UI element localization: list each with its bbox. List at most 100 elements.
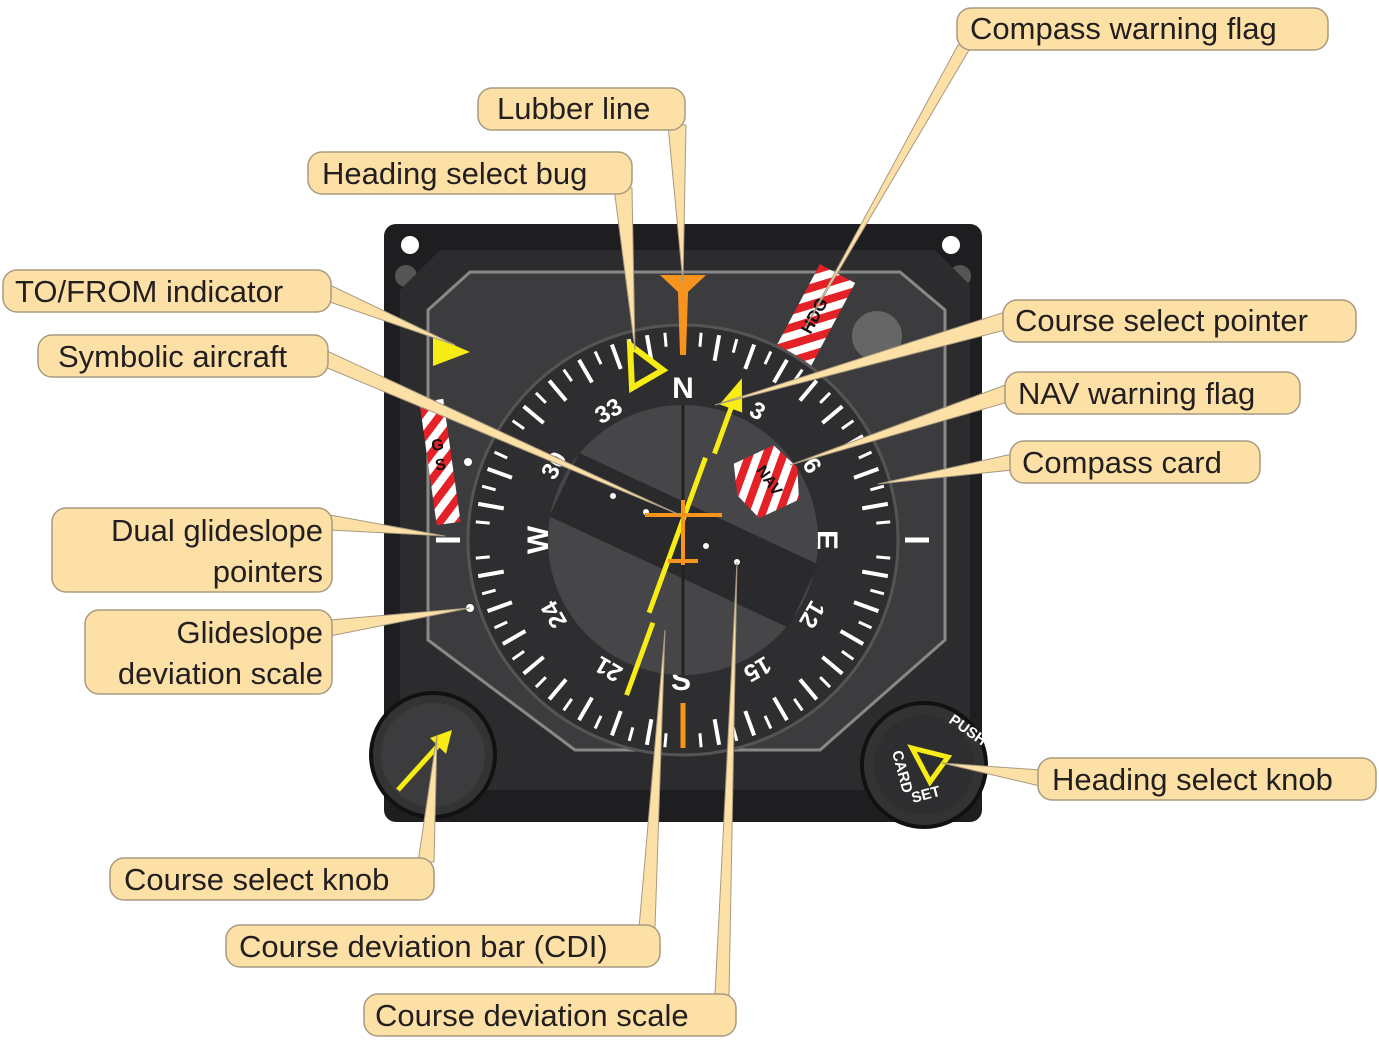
callout-symbolic-aircraft: Symbolic aircraft <box>37 334 329 378</box>
compass-tick <box>743 710 757 737</box>
svg-text:Course deviation bar (CDI): Course deviation bar (CDI) <box>239 929 608 964</box>
compass-tick <box>663 332 668 347</box>
compass-tick <box>731 338 739 353</box>
compass-tick <box>798 379 819 402</box>
compass-tick <box>511 419 525 430</box>
compass-tick <box>577 358 594 384</box>
lubber-line <box>660 275 706 748</box>
compass-tick <box>870 588 885 596</box>
compass-tick <box>627 727 635 742</box>
light-sensor <box>852 311 902 361</box>
compass-tick <box>609 343 623 370</box>
compass-tick <box>577 696 594 722</box>
compass-tick <box>593 715 603 730</box>
compass-tick <box>501 629 527 646</box>
svg-text:NAV warning flag: NAV warning flag <box>1018 376 1255 411</box>
callout-dual-glideslope-pointers: Dual glideslope pointers <box>51 507 333 593</box>
mount-hole <box>942 236 960 254</box>
callout-course-deviation-scale: Course deviation scale <box>363 993 737 1037</box>
course-deviation-bar <box>646 456 708 614</box>
callout-course-deviation-bar: Course deviation bar (CDI) <box>225 924 661 968</box>
compass-tick <box>841 650 855 661</box>
compass-tick <box>772 696 789 722</box>
compass-tick <box>712 334 722 362</box>
compass-tick <box>477 501 505 511</box>
compass-tick <box>477 569 505 579</box>
svg-text:pointers: pointers <box>213 554 323 589</box>
compass-tick <box>493 450 508 460</box>
compass-tick <box>853 600 880 614</box>
svg-text:Dual glideslope: Dual glideslope <box>111 513 323 548</box>
svg-text:Compass card: Compass card <box>1022 445 1222 480</box>
svg-text:TO/FROM indicator: TO/FROM indicator <box>15 274 283 309</box>
heading-select-knob[interactable]: CARD PUSH SET <box>860 701 990 829</box>
compass-tick <box>493 620 508 630</box>
course-select-knob[interactable] <box>369 691 497 819</box>
compass-tick <box>839 629 865 646</box>
compass-tick <box>821 404 844 425</box>
callout-compass-warning-flag: Compass warning flag <box>956 7 1329 51</box>
svg-text:deviation scale: deviation scale <box>118 656 323 691</box>
compass-tick <box>698 733 703 748</box>
compass-tick <box>609 710 623 737</box>
course-select-pointer <box>624 378 743 696</box>
callout-leaders <box>324 44 1041 996</box>
svg-text:Course select knob: Course select knob <box>124 862 389 897</box>
to-from-indicator-icon <box>433 336 470 366</box>
callout-nav-warning-flag: NAV warning flag <box>1004 371 1301 415</box>
compass-tick <box>743 343 757 370</box>
card-letter-e: E <box>810 530 843 550</box>
compass-tick <box>522 404 545 425</box>
compass-tick <box>475 520 490 525</box>
svg-text:Lubber line: Lubber line <box>497 91 650 126</box>
compass-tick <box>798 678 819 701</box>
compass-tick <box>481 484 496 492</box>
gs-flag-text: S <box>434 456 447 474</box>
callout-course-select-pointer: Course select pointer <box>1002 299 1357 343</box>
compass-tick <box>821 655 844 676</box>
callout-glideslope-deviation-scale: Glideslope deviation scale <box>84 609 333 695</box>
compass-tick <box>861 501 889 511</box>
compass-tick <box>562 698 573 712</box>
compass-tick <box>534 676 547 689</box>
gs-flag-text: G <box>430 436 445 455</box>
compass-tick <box>870 484 885 492</box>
callout-compass-card: Compass card <box>1009 440 1261 484</box>
compass-tick <box>876 520 891 525</box>
course-deviation-dot <box>610 493 616 499</box>
hdg-warning-flag: HDG <box>774 264 856 368</box>
knob-text-set: SET <box>910 783 943 807</box>
heading-bug-icon <box>907 744 953 787</box>
compass-tick <box>698 332 703 347</box>
heading-select-bug-icon <box>626 338 669 394</box>
nav-warning-flag: NAV <box>733 445 799 519</box>
compass-tick <box>861 569 889 579</box>
gs-warning-flag: G S <box>419 398 461 526</box>
compass-tick <box>819 676 832 689</box>
svg-text:Heading select bug: Heading select bug <box>322 156 587 191</box>
callout-lubber-line: Lubber line <box>477 87 686 131</box>
compass-tick <box>534 391 547 404</box>
compass-tick <box>793 698 804 712</box>
svg-text:Glideslope: Glideslope <box>177 615 323 650</box>
compass-tick <box>481 588 496 596</box>
compass-tick <box>475 555 490 560</box>
compass-tick <box>841 419 855 430</box>
callout-heading-select-bug: Heading select bug <box>307 151 633 195</box>
callout-heading-select-knob: Heading select knob <box>1037 757 1377 801</box>
svg-text:Course deviation scale: Course deviation scale <box>375 998 689 1033</box>
svg-text:Heading select knob: Heading select knob <box>1052 762 1333 797</box>
compass-tick <box>772 358 789 384</box>
symbolic-aircraft <box>645 500 722 565</box>
svg-text:Symbolic aircraft: Symbolic aircraft <box>58 339 287 374</box>
compass-tick <box>644 718 654 746</box>
compass-tick <box>562 368 573 382</box>
compass-tick <box>819 391 832 404</box>
callout-to-from-indicator: TO/FROM indicator <box>2 269 332 313</box>
compass-tick <box>876 555 891 560</box>
compass-tick <box>763 350 773 365</box>
course-deviation-dot <box>703 543 709 549</box>
compass-tick <box>712 718 722 746</box>
compass-tick <box>486 466 513 480</box>
